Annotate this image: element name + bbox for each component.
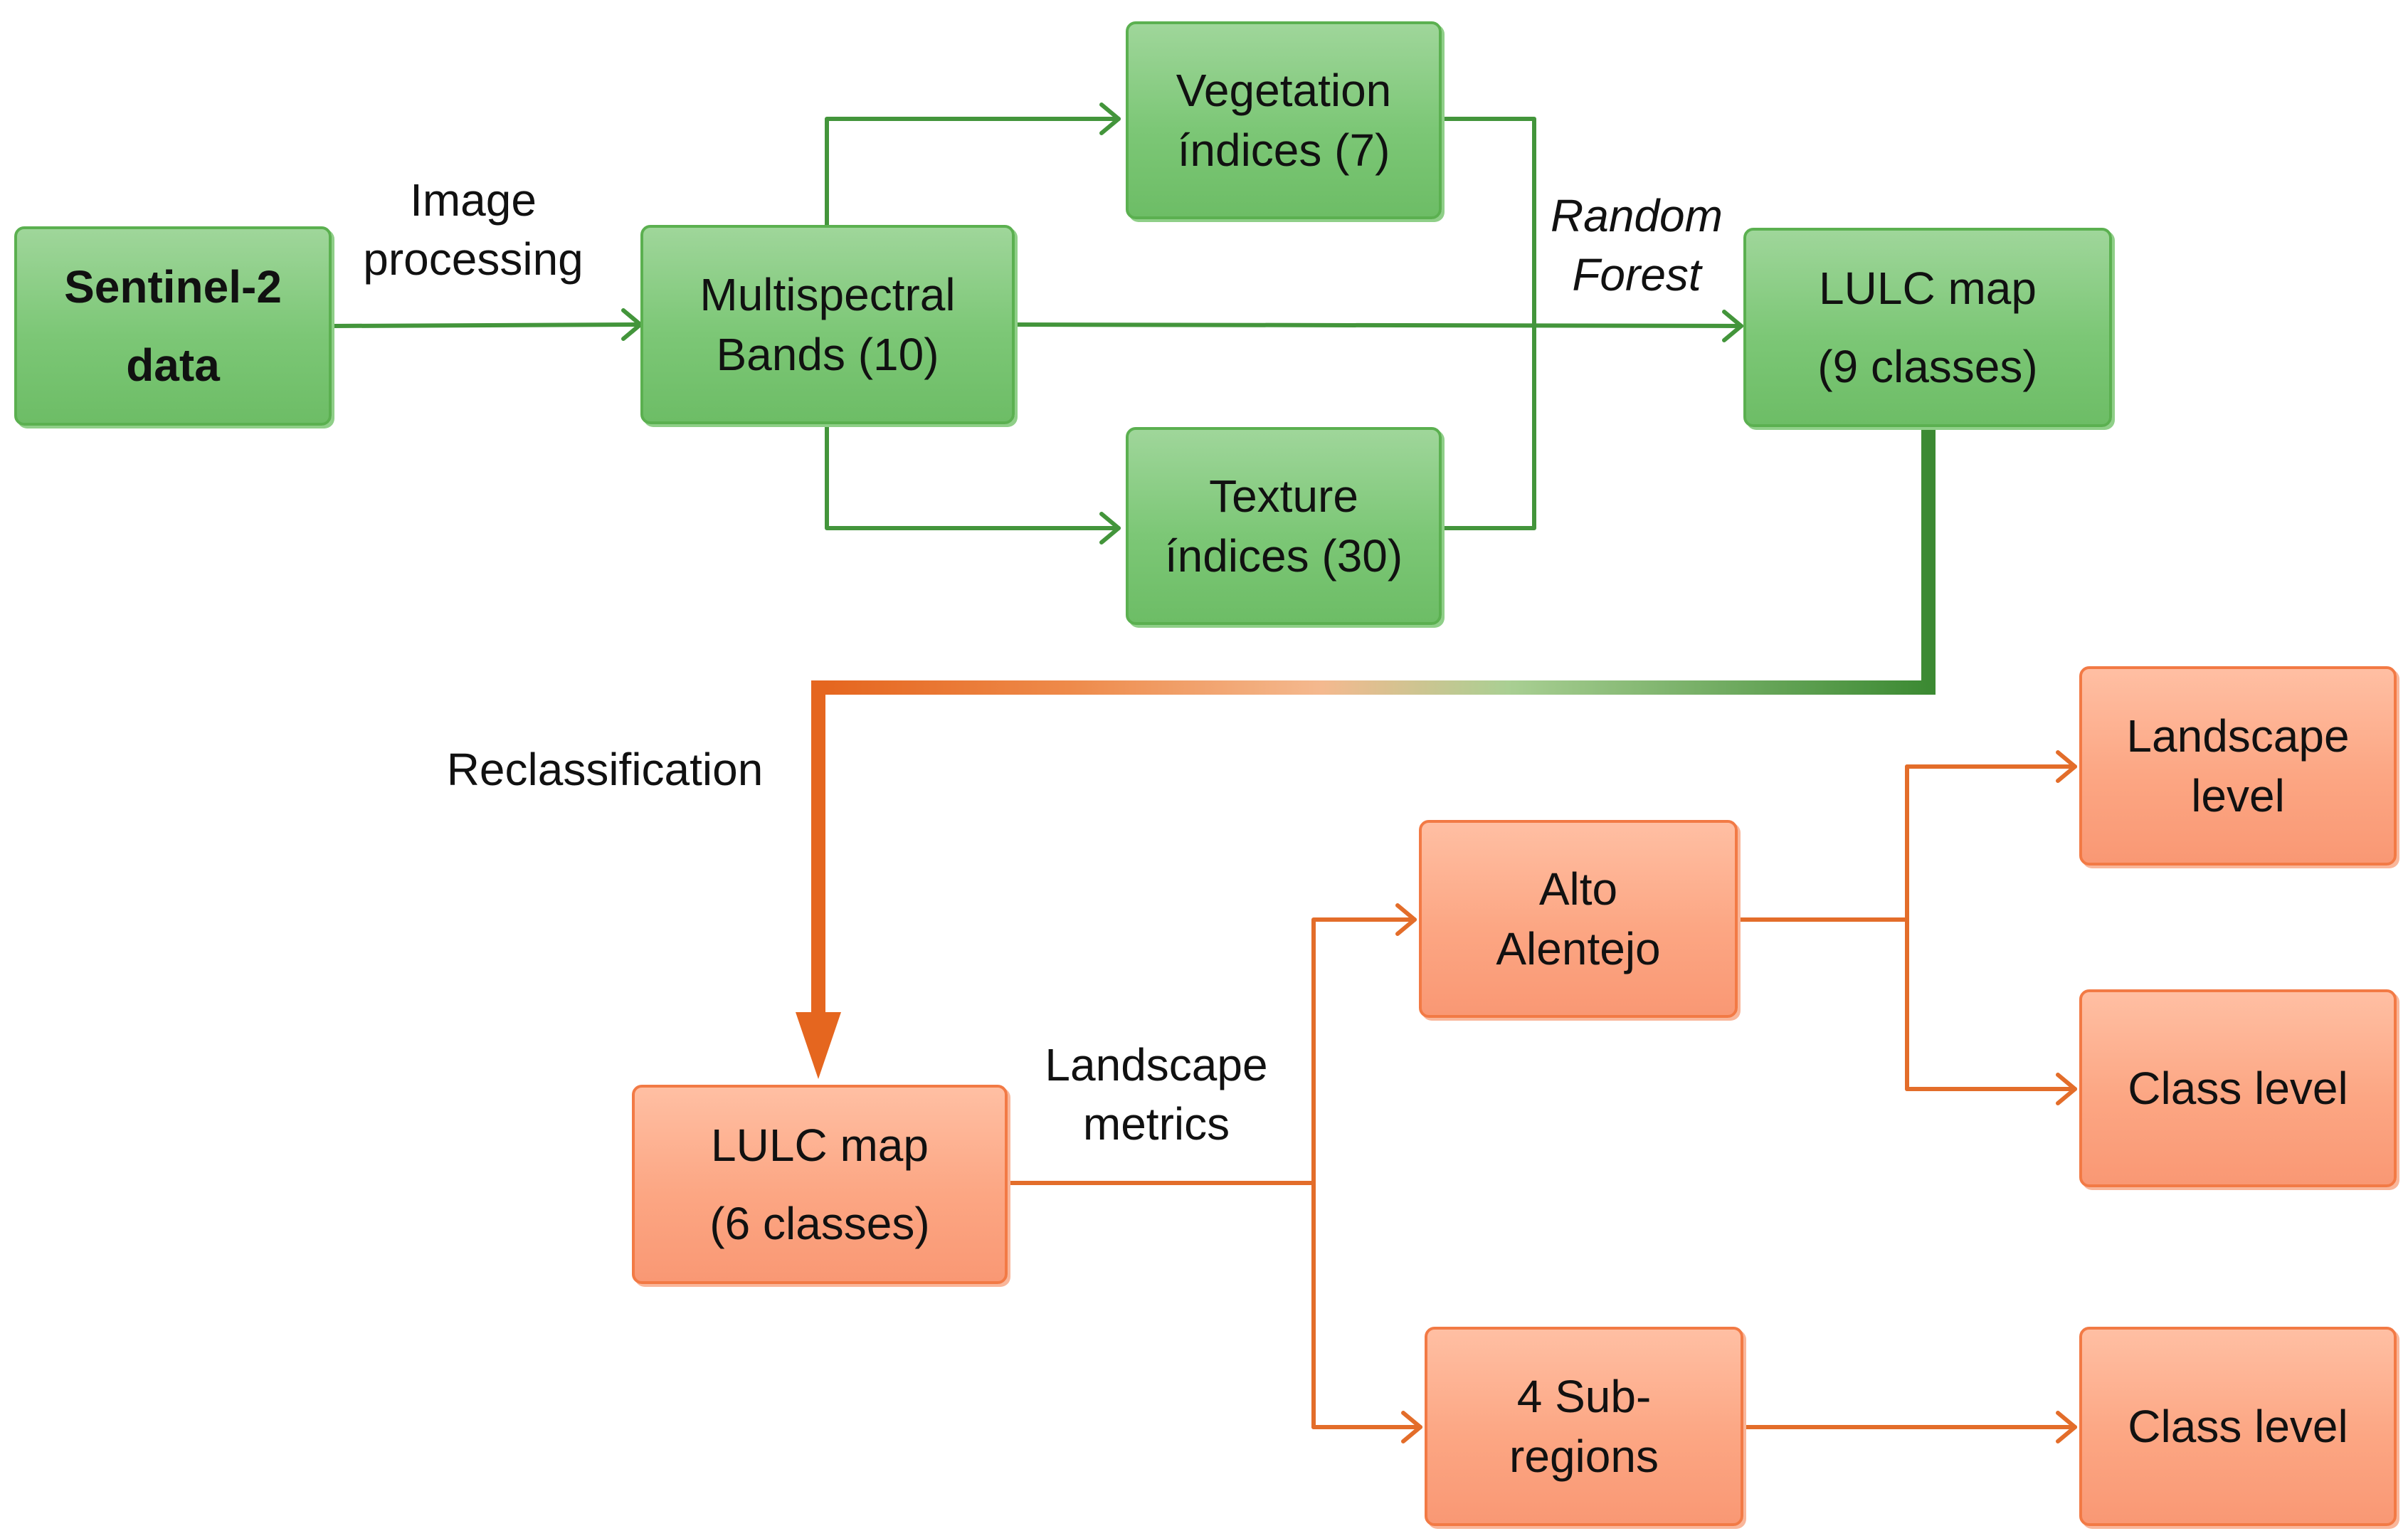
- node-sentinel-2-data-line1: Sentinel-2: [64, 261, 282, 312]
- label-random-forest: Random Forest: [1537, 186, 1736, 305]
- node-alto-alentejo-line1: Alto: [1538, 863, 1618, 915]
- label-reclassification-text: Reclassification: [446, 744, 764, 795]
- arrowhead-class-level-1: [2056, 1073, 2077, 1105]
- node-alto-alentejo-line2: Alentejo: [1496, 923, 1661, 974]
- edge-multispectral-to-texture: [825, 422, 1121, 530]
- arrowhead-subregions: [1401, 1411, 1422, 1443]
- label-landscape-metrics-line2: metrics: [1082, 1098, 1230, 1150]
- label-reclassification: Reclassification: [413, 740, 797, 799]
- node-lulc-map-6-line1: LULC map: [711, 1119, 929, 1171]
- arrowhead-lulc9: [1722, 310, 1743, 342]
- label-landscape-metrics: Landscape metrics: [1018, 1036, 1295, 1154]
- label-landscape-metrics-line1: Landscape: [1045, 1039, 1268, 1090]
- node-class-level-1-label: Class level: [2128, 1062, 2348, 1114]
- node-lulc-map-6-line2: (6 classes): [709, 1198, 930, 1249]
- node-vegetation-indices: Vegetation índices (7): [1126, 21, 1442, 219]
- edge-multispectral-to-lulc9: [1014, 322, 1743, 328]
- node-landscape-level: Landscape level: [2079, 666, 2397, 866]
- node-alto-alentejo: Alto Alentejo: [1419, 820, 1738, 1018]
- node-4-sub-regions-line1: 4 Sub-: [1516, 1370, 1652, 1422]
- node-sentinel-2-data-line2: data: [126, 340, 220, 391]
- arrowhead-lulc6: [796, 1012, 841, 1079]
- node-landscape-level-line2: level: [2191, 770, 2285, 821]
- node-landscape-level-line1: Landscape: [2126, 710, 2350, 762]
- label-random-forest-line1: Random: [1551, 190, 1723, 241]
- node-lulc-map-6-classes: LULC map (6 classes): [632, 1085, 1008, 1284]
- node-4-sub-regions: 4 Sub- regions: [1425, 1327, 1743, 1526]
- arrowhead-alto: [1395, 903, 1417, 936]
- arrowhead-vegetation: [1099, 102, 1121, 135]
- node-vegetation-indices-line2: índices (7): [1177, 125, 1390, 176]
- node-multispectral-bands-line2: Bands (10): [716, 329, 939, 380]
- label-image-processing-line1: Image: [410, 174, 537, 226]
- label-random-forest-line2: Forest: [1572, 249, 1701, 301]
- node-lulc-map-9-line1: LULC map: [1819, 262, 2037, 314]
- node-class-level-2: Class level: [2079, 1327, 2397, 1526]
- node-lulc-map-9-classes: LULC map (9 classes): [1743, 228, 2112, 427]
- edge-split-to-alto: [1311, 917, 1417, 1429]
- node-lulc-map-9-line2: (9 classes): [1817, 341, 2038, 392]
- arrowhead-texture: [1099, 512, 1121, 545]
- edge-vegetation-to-merge: [1440, 117, 1536, 530]
- label-image-processing: Image processing: [334, 171, 612, 289]
- edge-lulc9-to-lulc6: [811, 430, 1936, 1025]
- node-texture-indices-line1: Texture: [1209, 470, 1358, 522]
- label-image-processing-line2: processing: [363, 233, 583, 285]
- arrowhead-landscape-level: [2056, 750, 2077, 783]
- node-multispectral-bands: Multispectral Bands (10): [640, 225, 1015, 424]
- node-class-level-1: Class level: [2079, 989, 2397, 1187]
- node-texture-indices-line2: índices (30): [1164, 530, 1403, 582]
- node-multispectral-bands-line1: Multispectral: [699, 268, 956, 320]
- node-sentinel-2-data: Sentinel-2 data: [14, 226, 332, 426]
- node-class-level-2-label: Class level: [2128, 1400, 2348, 1452]
- edge-multispectral-to-vegetation: [825, 117, 1121, 228]
- node-texture-indices: Texture índices (30): [1126, 427, 1442, 625]
- arrowhead-class-level-2: [2056, 1411, 2077, 1443]
- edge-sentinel-to-multispectral: [331, 322, 643, 328]
- node-4-sub-regions-line2: regions: [1509, 1431, 1659, 1482]
- node-vegetation-indices-line1: Vegetation: [1176, 64, 1392, 116]
